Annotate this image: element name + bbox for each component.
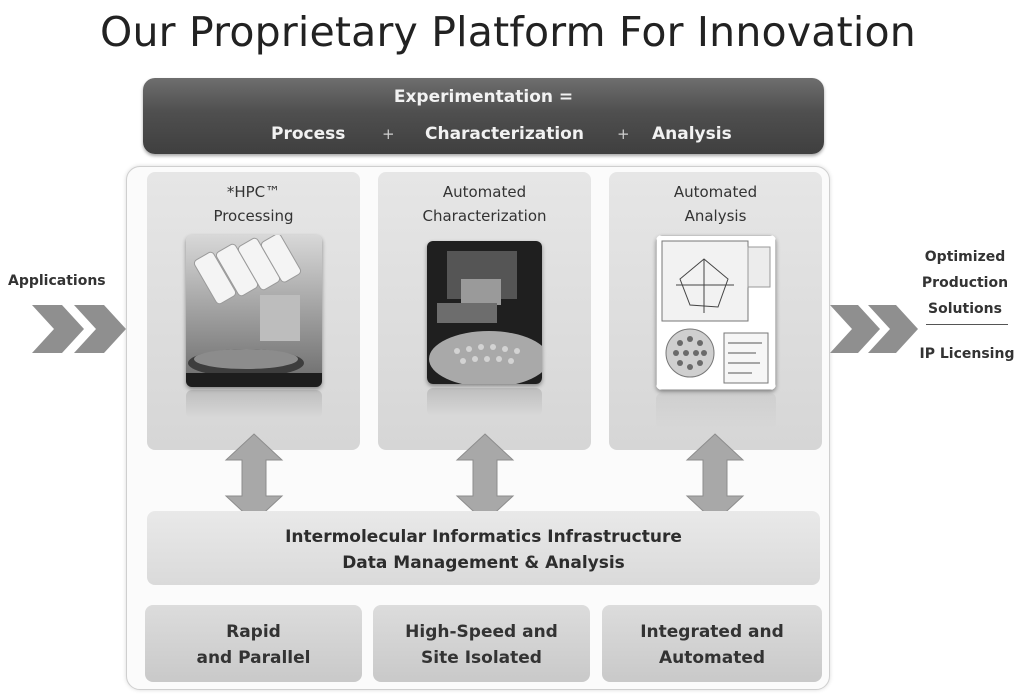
- characterization-photo: [427, 241, 542, 384]
- card-title-line2: Characterization: [422, 207, 547, 225]
- characterization-photo-reflection: [427, 388, 542, 416]
- card-title-line2: Processing: [213, 207, 294, 225]
- hpc-processing-photo: [186, 235, 322, 387]
- footer-line2: Site Isolated: [421, 648, 542, 668]
- output-line2: Production: [921, 275, 1009, 291]
- card-title-line1: Automated: [442, 183, 527, 201]
- footer-line2: Automated: [658, 648, 766, 668]
- output-solutions: Optimized Production Solutions: [918, 244, 1012, 322]
- output-divider: [926, 324, 1008, 325]
- footer-line1: Rapid: [226, 622, 281, 642]
- analysis-screenshot-reflection: [656, 393, 776, 429]
- informatics-infrastructure-bar: Intermolecular Informatics Infrastructur…: [147, 511, 820, 585]
- page-title: Our Proprietary Platform For Innovation: [100, 8, 916, 56]
- experimentation-banner: Experimentation = Process + Characteriza…: [143, 78, 824, 154]
- output-line1: Optimized: [924, 249, 1006, 265]
- chevron-right-icon: [32, 305, 126, 353]
- footer-box-integrated: Integrated and Automated: [602, 605, 822, 682]
- output-line3: Solutions: [928, 301, 1002, 317]
- card-title-line1: Automated: [673, 183, 758, 201]
- infrastructure-line1: Intermolecular Informatics Infrastructur…: [285, 527, 682, 547]
- banner-plus-2: +: [617, 125, 630, 143]
- footer-box-high-speed: High-Speed and Site Isolated: [373, 605, 590, 682]
- chevron-right-icon: [830, 305, 918, 353]
- applications-label: Applications: [8, 273, 106, 289]
- footer-line1: Integrated and: [640, 622, 784, 642]
- footer-line1: High-Speed and: [405, 622, 558, 642]
- card-automated-analysis: Automated Analysis: [609, 172, 822, 450]
- output-ip-licensing: IP Licensing: [919, 346, 1015, 362]
- card-title-line2: Analysis: [684, 207, 747, 225]
- footer-line2: and Parallel: [196, 648, 311, 668]
- banner-characterization: Characterization: [425, 124, 584, 144]
- card-hpc-processing: *HPC™ Processing: [147, 172, 360, 450]
- banner-analysis: Analysis: [652, 124, 732, 144]
- hpc-photo-reflection: [186, 390, 322, 418]
- banner-heading: Experimentation =: [393, 87, 574, 107]
- infrastructure-line2: Data Management & Analysis: [342, 553, 625, 573]
- card-automated-characterization: Automated Characterization: [378, 172, 591, 450]
- banner-process: Process: [271, 124, 346, 144]
- analysis-screenshot: [656, 235, 776, 390]
- card-title-line1: *HPC™: [226, 183, 281, 201]
- banner-plus-1: +: [382, 125, 395, 143]
- footer-box-rapid: Rapid and Parallel: [145, 605, 362, 682]
